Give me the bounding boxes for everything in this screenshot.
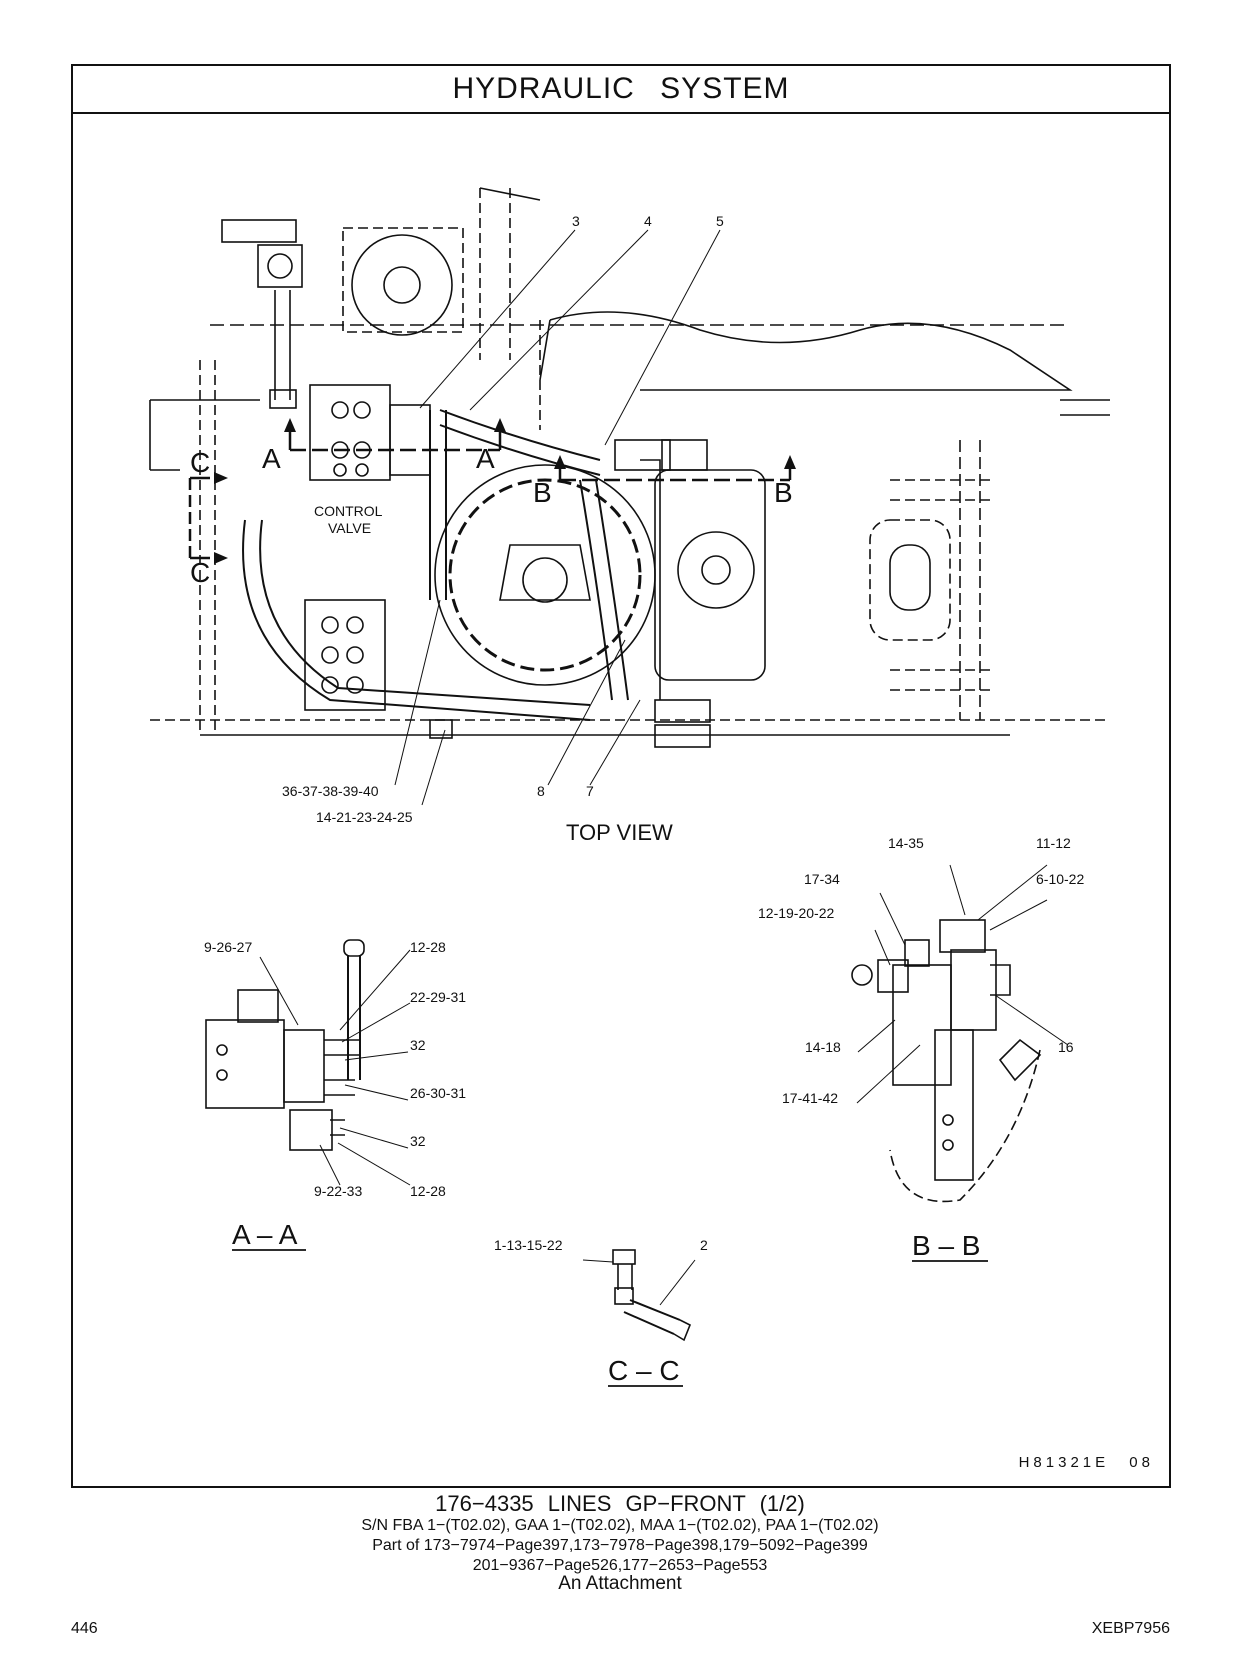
- callout-7: 7: [586, 783, 594, 799]
- callout-14-25: 14-21-23-24-25: [316, 809, 413, 825]
- callout-5: 5: [716, 213, 724, 229]
- page-number: 446: [71, 1620, 98, 1637]
- section-cc-label: C – C: [608, 1355, 680, 1386]
- cc-callout-1-13-15-22: 1-13-15-22: [494, 1237, 563, 1253]
- section-marker-b-left: B: [533, 477, 552, 508]
- bb-callout-11-12: 11-12: [1036, 835, 1071, 851]
- page-title: HYDRAULIC SYSTEM: [452, 72, 790, 105]
- aa-callout-12-28-top: 12-28: [410, 939, 446, 955]
- top-view-label: TOP VIEW: [566, 820, 673, 845]
- bb-callout-14-18: 14-18: [805, 1039, 841, 1055]
- diagram-frame: HYDRAULIC SYSTEM: [71, 64, 1171, 1488]
- section-marker-b-right: B: [774, 477, 793, 508]
- section-bb-linework: [851, 864, 1069, 1203]
- section-aa-label: A – A: [232, 1219, 298, 1250]
- title-bar: HYDRAULIC SYSTEM: [73, 66, 1169, 114]
- section-cc-linework: [582, 1249, 696, 1342]
- callout-36-40: 36-37-38-39-40: [282, 783, 379, 799]
- aa-callout-26-30-31: 26-30-31: [410, 1085, 466, 1101]
- bb-callout-14-35: 14-35: [888, 835, 924, 851]
- aa-callout-9-22-33: 9-22-33: [314, 1183, 362, 1199]
- section-bb-label: B – B: [912, 1230, 980, 1261]
- section-marker-a-left: A: [262, 443, 281, 474]
- bb-callout-6-10-22: 6-10-22: [1036, 871, 1084, 887]
- aa-callout-9-26-27: 9-26-27: [204, 939, 252, 955]
- caption-attachment: An Attachment: [558, 1573, 682, 1594]
- control-valve-label-2: VALVE: [328, 520, 371, 536]
- cc-callout-2: 2: [700, 1237, 708, 1253]
- callout-3: 3: [572, 213, 580, 229]
- section-marker-c-top: C: [190, 447, 210, 478]
- bb-callout-12-19-20-22: 12-19-20-22: [758, 905, 834, 921]
- section-marker-c-bottom: C: [190, 557, 210, 588]
- document-id: XEBP7956: [1091, 1620, 1170, 1637]
- callout-8: 8: [537, 783, 545, 799]
- bb-callout-16: 16: [1058, 1039, 1074, 1055]
- bb-callout-17-41-42: 17-41-42: [782, 1090, 838, 1106]
- aa-callout-32-bottom: 32: [410, 1133, 426, 1149]
- bb-callout-17-34: 17-34: [804, 871, 840, 887]
- caption-part-number: 176−4335 LINES GP−FRONT (1/2): [435, 1491, 805, 1516]
- aa-callout-22-29-31: 22-29-31: [410, 989, 466, 1005]
- section-marker-a-right: A: [476, 443, 495, 474]
- section-aa-linework: [205, 939, 411, 1186]
- drawing-code: H81321E 08: [1018, 1454, 1154, 1471]
- top-view-linework: [149, 187, 1110, 806]
- caption-serial-numbers: S/N FBA 1−(T02.02), GAA 1−(T02.02), MAA …: [361, 1517, 879, 1534]
- control-valve-label-1: CONTROL: [314, 503, 383, 519]
- caption-part-of-1: Part of 173−7974−Page397,173−7978−Page39…: [372, 1537, 868, 1554]
- aa-callout-32-top: 32: [410, 1037, 426, 1053]
- aa-callout-12-28-bottom: 12-28: [410, 1183, 446, 1199]
- caption-part-of-2: 201−9367−Page526,177−2653−Page553: [472, 1557, 768, 1574]
- callout-4: 4: [644, 213, 652, 229]
